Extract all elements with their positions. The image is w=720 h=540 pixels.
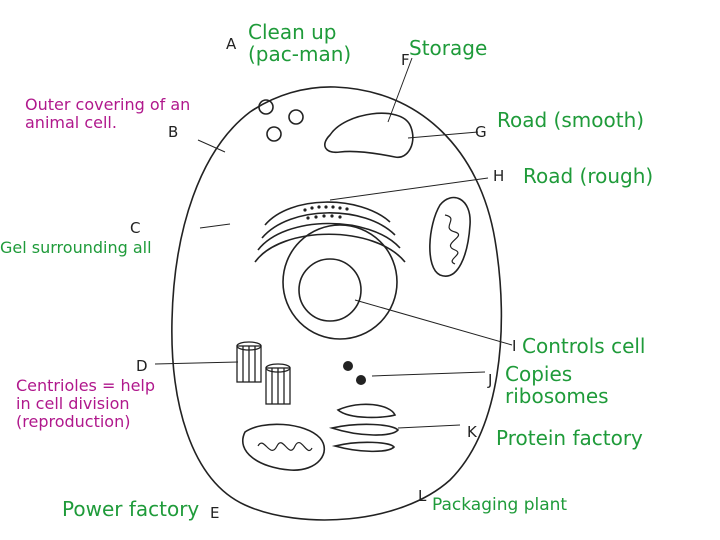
leader-line-k [397, 424, 461, 429]
letter-j: J [488, 371, 493, 389]
ribosome [317, 205, 321, 209]
ribosome [330, 214, 334, 218]
letter-d: D [136, 357, 148, 375]
rough-er [261, 212, 396, 239]
leader-line-b [197, 139, 226, 153]
ribosome [310, 206, 314, 210]
golgi-apparatus [328, 423, 400, 436]
rough-er [257, 222, 401, 251]
mitochondrion [242, 423, 326, 471]
letter-c: C [130, 219, 141, 237]
label-a-clean-up: Clean up (pac-man) [248, 20, 352, 67]
nucleus [282, 224, 398, 340]
ribosome [356, 375, 366, 385]
ribosome [303, 208, 307, 212]
ribosome [338, 215, 342, 219]
label-l-packaging-plant: Packaging plant [432, 495, 568, 515]
ribosome [343, 361, 353, 371]
leader-line-f [387, 57, 413, 123]
rough-er [264, 201, 391, 226]
label-k-protein-factory: Protein factory [496, 426, 643, 450]
label-d-centrioles: Centrioles = help in cell division (repr… [16, 376, 156, 431]
mitochondrion [429, 196, 471, 277]
label-f-storage: Storage [409, 36, 488, 60]
mitochondrion-cristae [257, 442, 313, 451]
lysosome [258, 99, 274, 115]
cell-membrane [171, 86, 503, 521]
leader-line-c [199, 223, 231, 229]
lysosome [288, 109, 304, 125]
letter-l: L [418, 487, 427, 505]
ribosome [331, 205, 335, 209]
leader-line-j [371, 371, 486, 377]
golgi-apparatus [331, 441, 396, 453]
mitochondrion-cristae [444, 214, 459, 265]
label-e-power-factory: Power factory [62, 497, 200, 521]
ribosome [314, 215, 318, 219]
label-c-gel: Gel surrounding all [0, 238, 152, 257]
lysosome [266, 126, 282, 142]
ribosome [338, 206, 342, 210]
nucleolus [298, 258, 362, 322]
centriole [265, 363, 291, 405]
ribosome [306, 216, 310, 220]
letter-f: F [401, 51, 410, 69]
leader-line-h [329, 177, 489, 201]
ribosome [324, 205, 328, 209]
rough-er [254, 233, 406, 263]
label-b-outer-covering: Outer covering of an animal cell. [25, 95, 191, 132]
label-h-road-rough: Road (rough) [523, 164, 654, 188]
letter-b: B [168, 123, 179, 141]
letter-h: H [493, 167, 505, 185]
centriole [236, 341, 262, 383]
letter-e: E [210, 504, 220, 522]
label-j-copies-ribosomes: Copies ribosomes [505, 362, 609, 409]
letter-a: A [226, 35, 237, 53]
letter-g: G [475, 123, 487, 141]
leader-line-g [407, 131, 479, 139]
ribosome [322, 214, 326, 218]
letter-k: K [467, 423, 477, 441]
label-i-controls-cell: Controls cell [522, 334, 646, 358]
golgi-apparatus [336, 403, 397, 419]
leader-line-d [154, 361, 239, 365]
leader-line-i [354, 299, 513, 346]
vacuole [324, 112, 414, 158]
ribosome [345, 207, 349, 211]
label-g-road-smooth: Road (smooth) [497, 108, 645, 132]
letter-i: I [512, 337, 517, 355]
